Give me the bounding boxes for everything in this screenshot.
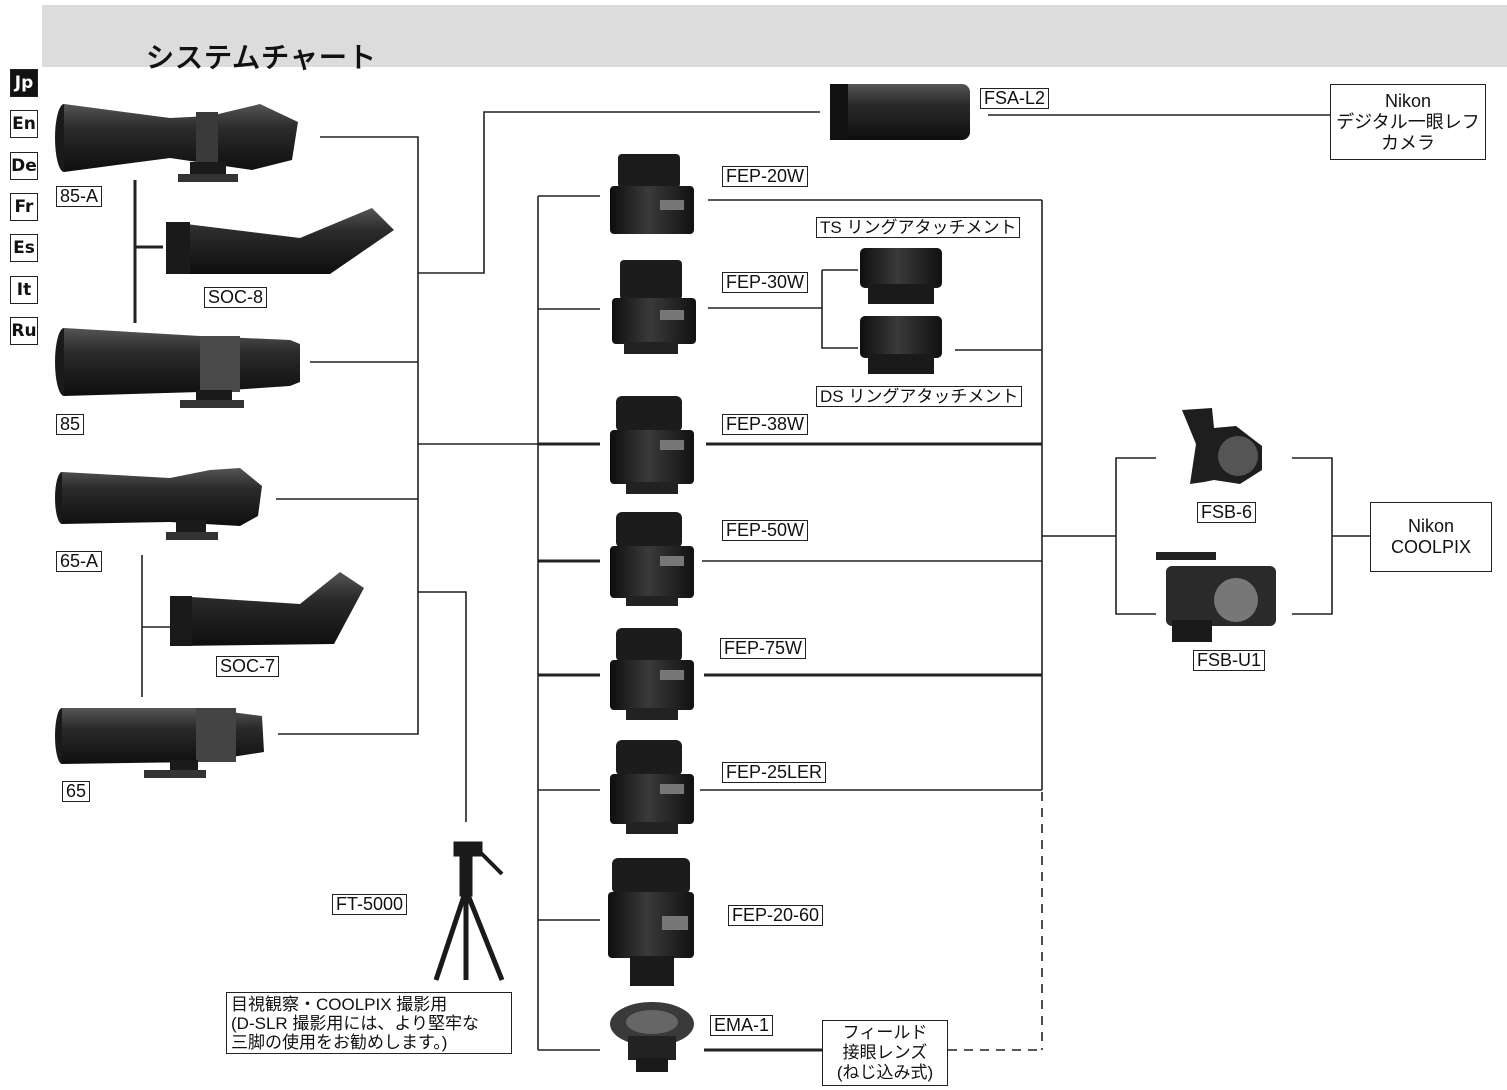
field-lens-line-1: フィールド (842, 1023, 928, 1042)
fsa-l2-image (830, 84, 970, 140)
lang-tab-jp[interactable]: Jp (10, 69, 38, 97)
fep-25ler-image (610, 740, 694, 834)
tripod-note-line-3: 三脚の使用をお勧めします。) (231, 1032, 448, 1052)
scope-65a-image (55, 468, 262, 540)
label-fep-30w: FEP-30W (722, 272, 809, 293)
ds-ring-attachment-image (860, 316, 942, 374)
fsb-u1-image (1156, 552, 1276, 642)
lang-tab-ru[interactable]: Ru (10, 317, 38, 345)
label-ema-1: EMA-1 (710, 1015, 774, 1036)
label-65: 65 (62, 781, 91, 802)
lang-tab-en[interactable]: En (10, 110, 38, 138)
ema-1-image (610, 1002, 694, 1072)
field-lens-line-3: (ねじ込み式) (836, 1063, 934, 1082)
field-eyepiece-lens-box: フィールド 接眼レンズ (ねじ込み式) (822, 1020, 948, 1086)
label-65a: 65-A (56, 551, 103, 572)
header-bar (42, 5, 1507, 67)
lang-tab-es[interactable]: Es (10, 234, 38, 262)
label-fep-75w: FEP-75W (720, 638, 807, 659)
fep-75w-image (610, 628, 694, 720)
coolpix-box-line-2: COOLPIX (1390, 537, 1472, 557)
tripod-note-box: 目視観察・COOLPIX 撮影用 (D-SLR 撮影用には、より堅牢な 三脚の使… (226, 992, 512, 1054)
ft-5000-tripod-image (433, 841, 505, 981)
scope-65-image (55, 708, 264, 778)
fsb-6-image (1182, 408, 1262, 484)
label-ft-5000: FT-5000 (332, 894, 408, 915)
lang-tab-fr[interactable]: Fr (10, 193, 38, 221)
tripod-note-line-1: 目視観察・COOLPIX 撮影用 (231, 994, 448, 1014)
fep-20-60-image (608, 858, 694, 986)
label-soc-7: SOC-7 (216, 656, 280, 677)
connector-lines (133, 111, 1370, 1052)
label-fep-38w: FEP-38W (722, 414, 809, 435)
coolpix-box: Nikon COOLPIX (1370, 502, 1492, 572)
label-ts-ring-attachment: TS リングアタッチメント (816, 217, 1021, 238)
soc-8-image (166, 208, 394, 274)
lang-tab-de[interactable]: De (10, 152, 38, 180)
tripod-note-line-2: (D-SLR 撮影用には、より堅牢な (231, 1013, 480, 1033)
ts-ring-attachment-image (860, 248, 942, 304)
field-lens-line-2: 接眼レンズ (842, 1043, 928, 1062)
fep-20w-image (610, 154, 694, 234)
dslr-camera-box: Nikon デジタル一眼レフ カメラ (1330, 84, 1486, 160)
page-title: システムチャート (146, 41, 377, 74)
fep-50w-image (610, 512, 694, 606)
label-fep-50w: FEP-50W (722, 520, 809, 541)
label-fsb-u1: FSB-U1 (1193, 650, 1266, 671)
label-85a: 85-A (56, 186, 103, 207)
label-85: 85 (56, 414, 85, 435)
label-fep-20-60: FEP-20-60 (728, 905, 824, 926)
dslr-box-line-1: Nikon (1384, 90, 1432, 111)
label-soc-8: SOC-8 (204, 287, 268, 308)
fep-38w-image (610, 396, 694, 494)
lang-tab-it[interactable]: It (10, 276, 38, 304)
soc-7-image (170, 572, 364, 646)
scope-85a-image (55, 104, 298, 182)
label-fsa-l2: FSA-L2 (980, 88, 1050, 109)
label-fsb-6: FSB-6 (1197, 502, 1257, 523)
label-fep-20w: FEP-20W (722, 166, 809, 187)
scope-85-image (55, 328, 300, 408)
fep-30w-image (612, 260, 696, 354)
coolpix-box-line-1: Nikon (1407, 516, 1455, 536)
label-fep-25ler: FEP-25LER (722, 762, 827, 783)
dslr-box-line-3: カメラ (1381, 132, 1435, 153)
label-ds-ring-attachment: DS リングアタッチメント (816, 386, 1023, 407)
dslr-box-line-2: デジタル一眼レフ (1336, 111, 1480, 132)
